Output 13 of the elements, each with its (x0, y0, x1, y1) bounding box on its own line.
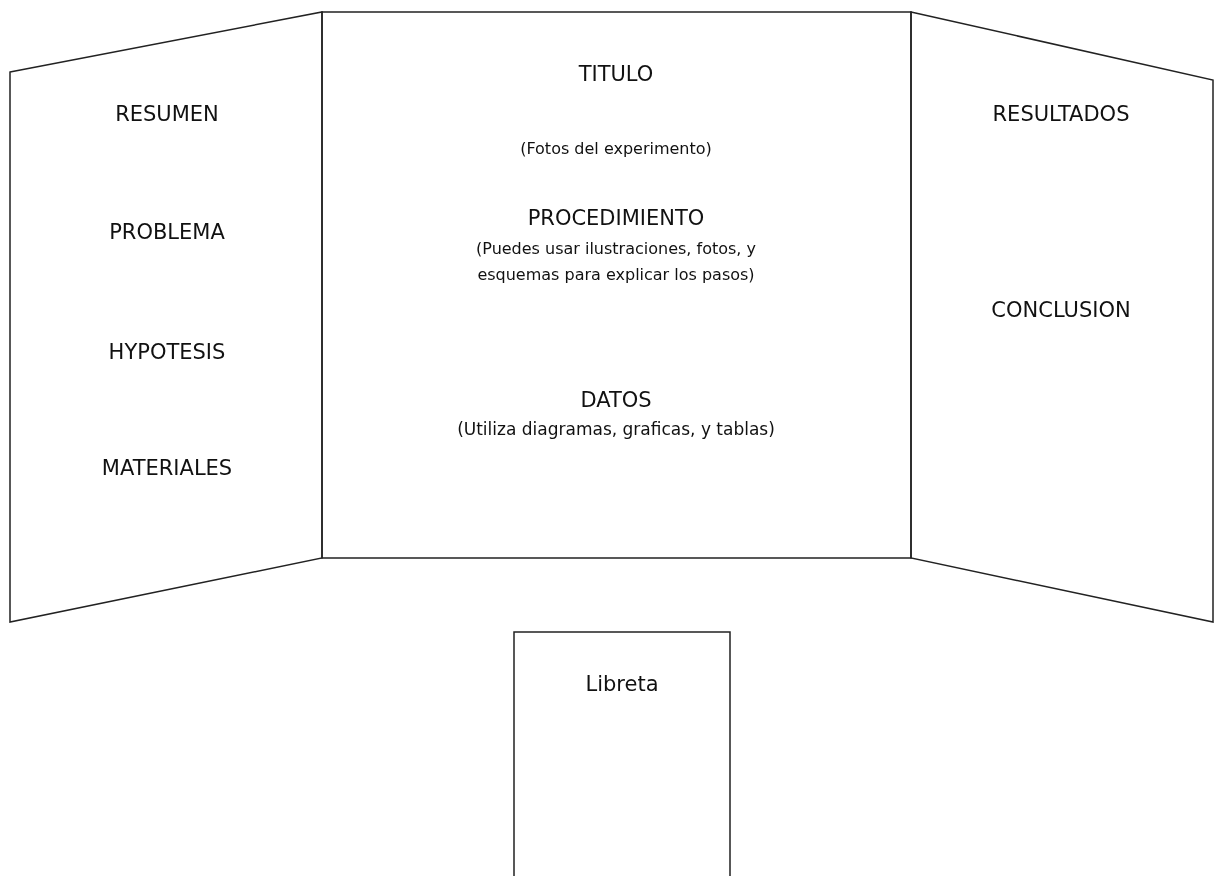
panel-heading: CONCLUSION (991, 297, 1131, 324)
panel-note: (Utiliza diagramas, graficas, y tablas) (457, 418, 775, 441)
panel-heading: DATOS (580, 387, 652, 414)
panel-heading: HYPOTESIS (108, 339, 226, 366)
panel-heading: PROBLEMA (109, 219, 225, 246)
panel-heading: Libreta (585, 671, 659, 698)
panel-heading: RESUMEN (115, 101, 219, 128)
panel-note: (Puedes usar ilustraciones, fotos, y esquemas para explicar los pasos) (475, 238, 757, 286)
panel-note: (Fotos del experimento) (520, 138, 712, 160)
panel-heading: RESULTADOS (992, 101, 1130, 128)
panel-heading: PROCEDIMIENTO (527, 205, 705, 232)
panel-heading: TITULO (578, 61, 654, 88)
panel-heading: MATERIALES (101, 455, 233, 482)
